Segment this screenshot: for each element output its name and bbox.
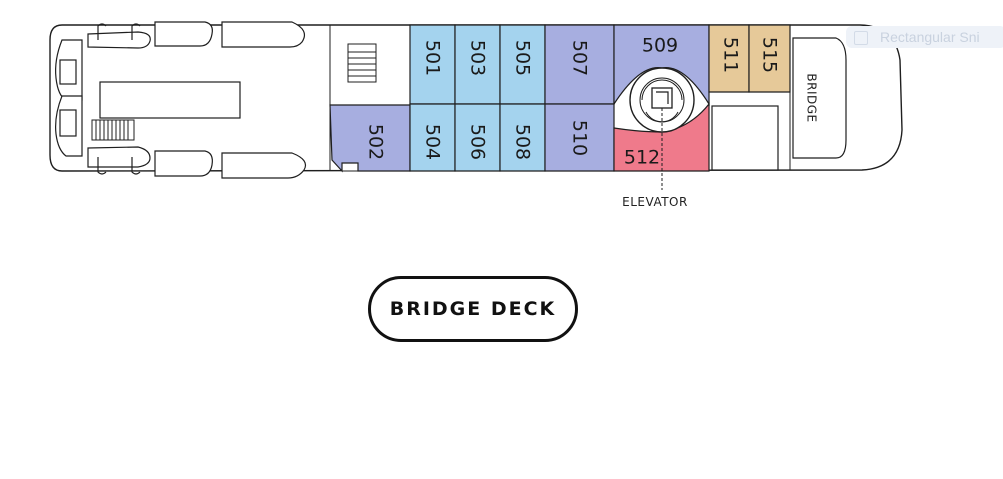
- cabin-502[interactable]: 502: [329, 104, 411, 173]
- service-area: [341, 162, 359, 172]
- cabin-506[interactable]: 506: [454, 103, 501, 172]
- cabin-508[interactable]: 508: [499, 103, 546, 172]
- cabin-502-label: 502: [365, 124, 387, 160]
- deck-title-button[interactable]: BRIDGE DECK: [368, 276, 578, 342]
- cabin-505[interactable]: 505: [499, 24, 546, 105]
- lifeboat-3: [221, 21, 305, 48]
- stern-boats: [55, 39, 83, 157]
- cabin-515-label: 515: [759, 37, 781, 73]
- elevator-stair: [629, 67, 695, 133]
- cabin-506-label: 506: [467, 124, 489, 160]
- bridge-room: [792, 37, 847, 159]
- cabin-509[interactable]: 509: [613, 24, 710, 107]
- cabin-515[interactable]: 515: [748, 24, 791, 93]
- service-room: [711, 105, 779, 171]
- lifeboat-4: [87, 146, 151, 168]
- bridge-label: BRIDGE: [805, 73, 819, 122]
- mid-stairs: [347, 43, 377, 83]
- cabin-508-label: 508: [512, 124, 534, 160]
- cabin-515-area[interactable]: [748, 24, 791, 93]
- cabin-509-label: 509: [642, 35, 678, 57]
- aft-deck-area: [99, 81, 241, 119]
- lifeboat-5: [154, 150, 213, 177]
- lifeboat-1: [87, 31, 151, 49]
- davit-hooks: [97, 23, 141, 175]
- lifeboat-2: [154, 21, 213, 47]
- cabin-507[interactable]: 507: [544, 24, 615, 105]
- cabin-507-label: 507: [569, 40, 591, 76]
- cabin-503[interactable]: 503: [454, 24, 501, 105]
- cabin-511-label: 511: [720, 37, 742, 73]
- cabin-501-label: 501: [422, 40, 444, 76]
- cabin-510-label: 510: [569, 120, 591, 156]
- cabin-grid: 501 503 505 507 509 511 515 502 504 506 508 510 512: [329, 24, 791, 173]
- cabin-512-label: 512: [624, 147, 660, 169]
- cabin-501[interactable]: 501: [409, 24, 456, 105]
- cabin-503-label: 503: [467, 40, 489, 76]
- lifeboat-6: [221, 152, 307, 179]
- cabin-505-label: 505: [512, 40, 534, 76]
- cabin-504[interactable]: 504: [409, 103, 456, 172]
- cabin-504-label: 504: [422, 124, 444, 160]
- snip-overlay-text: Rectangular Sni: [880, 29, 980, 45]
- elevator-shaft: [651, 87, 673, 109]
- elevator-label: ELEVATOR: [622, 195, 688, 209]
- snip-icon: [854, 31, 868, 45]
- aft-stairs: [91, 119, 135, 141]
- lifeboats: [87, 21, 307, 179]
- rectangular-snip-overlay: Rectangular Sni: [846, 26, 1003, 48]
- cabin-510[interactable]: 510: [544, 103, 615, 172]
- cabin-511[interactable]: 511: [708, 24, 750, 93]
